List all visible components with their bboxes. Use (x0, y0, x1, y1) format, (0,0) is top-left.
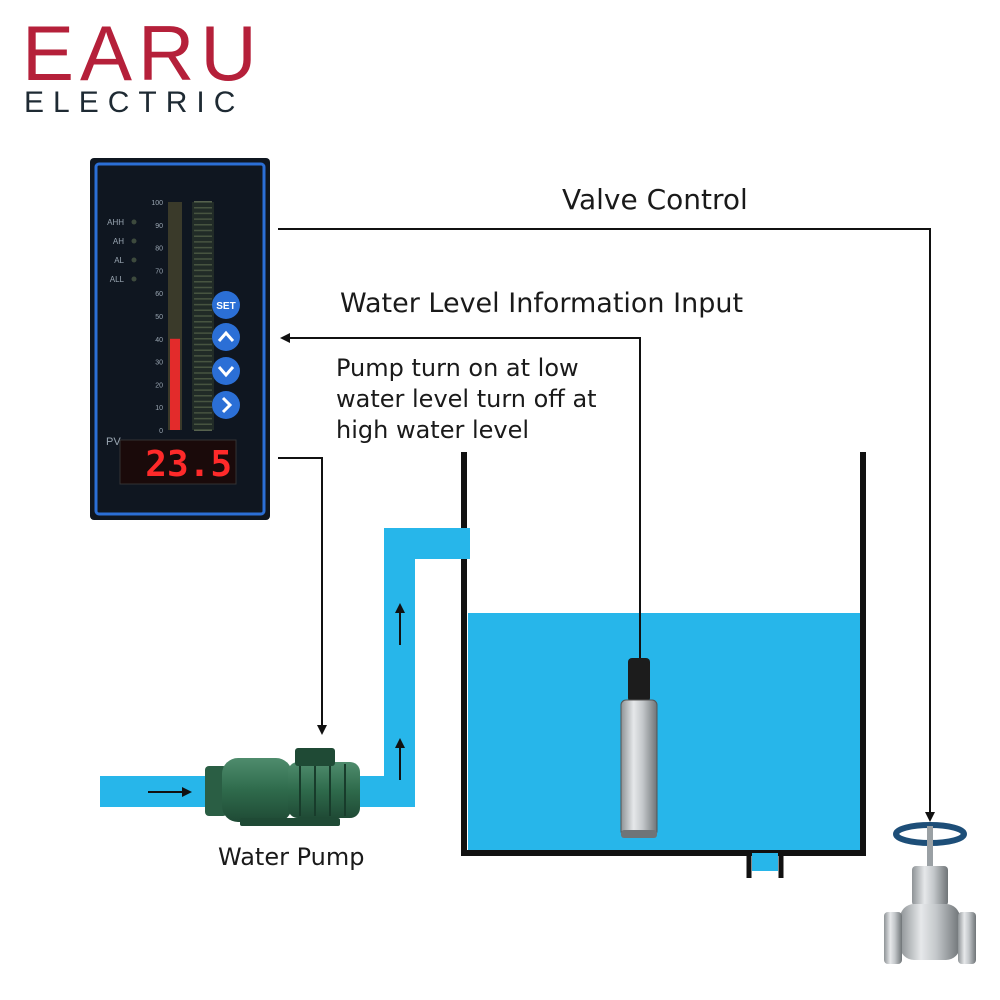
valve-control-label: Valve Control (562, 183, 748, 216)
scale-tick-label: 10 (155, 405, 163, 412)
chevron-right-icon (221, 396, 233, 414)
signal-lines (278, 228, 935, 822)
control-buttons: SET (212, 291, 240, 419)
scale-tick-label: 50 (155, 314, 163, 321)
indicator-label: ALL (110, 275, 125, 284)
gate-valve (884, 822, 976, 964)
pv-label: PV (106, 436, 121, 448)
indicator-led (131, 276, 137, 282)
set-button[interactable]: SET (212, 291, 240, 319)
scale-tick-label: 60 (155, 291, 163, 298)
logo-subtitle: ELECTRIC (24, 86, 245, 119)
alarm-indicators: AHH AH AL ALL (107, 218, 137, 284)
chevron-up-icon (217, 330, 235, 342)
pump-housing (222, 758, 292, 822)
level-sensor (620, 658, 658, 838)
up-button[interactable] (212, 323, 240, 351)
pump-control-line (278, 457, 327, 735)
scale-tick-label: 20 (155, 382, 163, 389)
water-pump (205, 748, 360, 826)
tank-drain (746, 853, 784, 878)
pump-note-line-1: Pump turn on at low (336, 354, 579, 382)
indicator-led (131, 219, 137, 225)
scale-tick-label: 90 (155, 223, 163, 230)
tank-water (468, 613, 860, 853)
display-window (119, 439, 237, 485)
valve-control-line (278, 228, 935, 822)
bar-fill (170, 338, 180, 430)
scale-tick-label: 30 (155, 360, 163, 367)
pump-note-line-2: water level turn off at (336, 385, 597, 413)
down-button[interactable] (212, 357, 240, 385)
chevron-down-icon (217, 366, 235, 378)
scale-tick-label: 0 (159, 428, 163, 435)
pump-note-line-3: high water level (336, 416, 530, 444)
valve-body (900, 904, 960, 960)
indicator-label: AHH (107, 218, 124, 227)
indicator-led (131, 238, 137, 244)
indicator-label: AL (114, 256, 124, 265)
scale-tick-label: 100 (151, 200, 163, 207)
sensor-cable-gland (628, 658, 650, 702)
inflow-pipe (100, 528, 470, 807)
sensor-body (620, 699, 658, 837)
logo-wordmark: EARU (22, 9, 263, 97)
scale-tick-label: 40 (155, 337, 163, 344)
water-level-input-label: Water Level Information Input (340, 288, 744, 319)
tank-walls (461, 452, 866, 856)
pump-note: Pump turn on at low water level turn off… (336, 353, 636, 446)
set-button-label: SET (216, 301, 235, 312)
water-level-input-line (280, 333, 641, 660)
indicator-label: AH (113, 237, 124, 246)
scale-tick-label: 70 (155, 268, 163, 275)
pump-motor (288, 762, 360, 818)
scale-tick-label: 80 (155, 246, 163, 253)
water-tank (461, 452, 866, 878)
pv-display: 23.5 (145, 444, 232, 485)
valve-bonnet (912, 866, 948, 906)
pump-terminal-box (295, 748, 335, 766)
indicator-led (131, 257, 137, 263)
right-button[interactable] (212, 391, 240, 419)
water-pump-label: Water Pump (218, 843, 365, 871)
